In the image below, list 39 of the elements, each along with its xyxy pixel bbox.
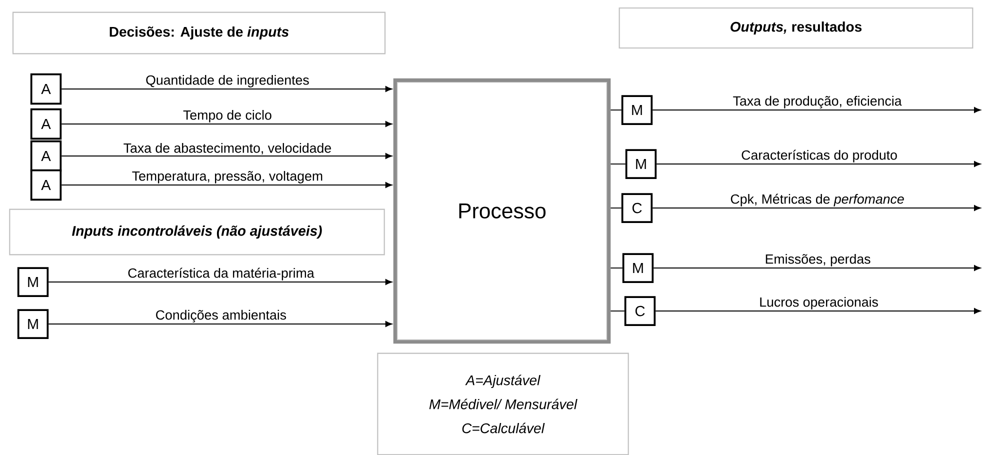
letter-box: A [30,169,62,201]
letter-box: A [30,108,62,140]
letter-box: M [625,149,657,179]
arrow [61,182,392,188]
heading-box: Outputs, resultados [618,7,974,49]
arrow [48,321,392,327]
edge-label: Tempo de ciclo [182,109,273,124]
letter-box: C [624,296,656,326]
letter-box: A [30,73,62,105]
edge-label: Característica da matéria-prima [126,267,315,282]
key-box: A=Ajustável M=Médivel/ Mensurável C=Calculável [377,352,629,455]
arrow [653,265,981,271]
arrow [61,153,392,159]
letter-box: M [17,309,49,339]
letter-box: C [621,193,653,223]
heading-box: Decisões: Ajuste de inputs [12,12,386,54]
edge-label: Características do produto [740,149,898,164]
arrow [61,86,392,92]
edge-label: Emissões, perdas [764,253,872,268]
letter-box: M [621,95,653,125]
arrow [655,308,981,314]
edge-label: Taxa de produção, eficiencia [732,95,902,110]
connector-line [610,310,625,312]
letter-box: M [17,267,49,297]
edge-label: Temperatura, pressão, voltagem [131,170,324,184]
edge-label: Quantidade de ingredientes [144,74,310,88]
arrow [656,161,981,167]
heading-box: Inputs incontroláveis (não ajustáveis) [9,208,385,256]
edge-label: Lucros operacionais [758,296,880,310]
edge-label: Cpk, Métricas de perfomance [730,193,906,208]
arrow [652,205,981,211]
letter-box: A [30,140,62,172]
arrow [48,279,392,285]
process-box: Processo [393,78,611,344]
edge-label: Condições ambientais [154,309,288,324]
arrow [61,121,392,127]
letter-box: M [622,253,654,283]
arrow [652,107,981,113]
edge-label: Taxa de abastecimento, velocidade [122,142,332,156]
